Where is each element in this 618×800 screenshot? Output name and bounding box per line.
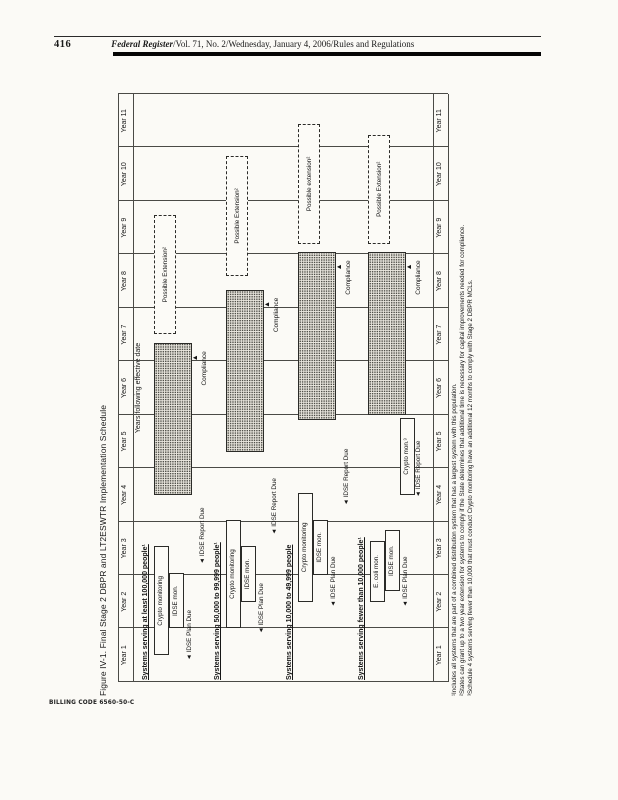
figure-rotated: Figure IV-1. Final Stage 2 DBPR and LT2E… bbox=[96, 86, 476, 706]
milestone-box: Crypto monitoring bbox=[226, 519, 241, 629]
year-gridline bbox=[118, 199, 448, 201]
compliance-arrow: ▲ bbox=[264, 300, 271, 308]
year-label-top: Year 9 bbox=[121, 217, 128, 238]
compliance-arrow: ▲ bbox=[192, 354, 199, 362]
compliance-label: Compliance bbox=[201, 351, 208, 386]
year-label-bottom: Year 3 bbox=[436, 538, 443, 559]
year-label-top: Year 1 bbox=[121, 645, 128, 666]
axis-caption: Years following effective date bbox=[135, 342, 142, 434]
year-label-bottom: Year 4 bbox=[436, 484, 443, 505]
year-label-top: Year 2 bbox=[121, 591, 128, 612]
year-label-bottom: Year 9 bbox=[436, 217, 443, 238]
compliance-label: Compliance bbox=[345, 260, 352, 295]
year-label-bottom: Year 7 bbox=[436, 324, 443, 345]
possible-extension-box: Possible Extension² bbox=[368, 134, 390, 244]
running-head: Federal Register/Vol. 71, No. 2/Wednesda… bbox=[111, 39, 414, 49]
year-label-bottom: Year 10 bbox=[436, 162, 443, 187]
schedule-bar bbox=[154, 343, 192, 495]
compliance-arrow: ▲ bbox=[336, 263, 343, 271]
milestone-box: Crypto monitoring bbox=[154, 546, 169, 656]
year-gridline bbox=[118, 93, 448, 94]
axis-line bbox=[133, 94, 134, 682]
page-number: 416 bbox=[54, 39, 72, 50]
year-label-top: Year 10 bbox=[121, 162, 128, 187]
header-issue-info: /Vol. 71, No. 2/Wednesday, January 4, 20… bbox=[173, 39, 415, 49]
due-label: ◄ IDSE Report Due bbox=[271, 478, 278, 535]
year-label-top: Year 3 bbox=[121, 538, 128, 559]
possible-extension-box: Possible Extension² bbox=[226, 156, 248, 276]
axis-line bbox=[433, 94, 434, 682]
year-label-top: Year 6 bbox=[121, 377, 128, 398]
row-label: Systems serving fewer than 10,000 people… bbox=[358, 537, 365, 680]
schedule-bar bbox=[368, 252, 406, 415]
page-header: 416 Federal Register/Vol. 71, No. 2/Wedne… bbox=[54, 39, 541, 50]
figure-canvas: Figure IV-1. Final Stage 2 DBPR and LT2E… bbox=[96, 86, 476, 706]
milestone-box: Crypto monitoring bbox=[298, 492, 313, 602]
row-label: Systems serving at least 100,000 people¹ bbox=[142, 544, 149, 680]
year-gridline bbox=[118, 520, 448, 522]
figure-title: Figure IV-1. Final Stage 2 DBPR and LT2E… bbox=[98, 404, 108, 696]
year-gridline bbox=[118, 681, 448, 682]
axis-line bbox=[448, 94, 449, 682]
milestone-box: IDSE mon. bbox=[313, 519, 328, 576]
row-label: Systems serving 50,000 to 99,999 people¹ bbox=[214, 542, 221, 680]
schedule-bar bbox=[298, 252, 336, 421]
compliance-label: Compliance bbox=[415, 260, 422, 295]
due-label: ◄ IDSE Plan Due bbox=[258, 583, 265, 634]
footnote: ³Schedule 4 systems serving fewer than 1… bbox=[467, 279, 474, 697]
due-label: ◄ IDSE Report Due bbox=[415, 440, 422, 498]
milestone-box: IDSE mon. bbox=[385, 530, 400, 592]
year-label-bottom: Year 11 bbox=[436, 109, 443, 133]
year-label-bottom: Year 1 bbox=[436, 645, 443, 666]
year-label-bottom: Year 8 bbox=[436, 271, 443, 292]
axis-line bbox=[118, 94, 119, 682]
possible-extension-box: Possible extension² bbox=[298, 124, 320, 244]
possible-extension-box: Possible Extension² bbox=[154, 214, 176, 335]
milestone-box: IDSE mon. bbox=[241, 546, 256, 602]
schedule-bar bbox=[226, 289, 264, 453]
footnote: ²States can grant up to a two year exten… bbox=[459, 224, 466, 696]
year-label-top: Year 7 bbox=[121, 324, 128, 345]
footnote: ¹Includes all systems that are part of a… bbox=[451, 383, 458, 696]
compliance-arrow: ▲ bbox=[406, 263, 413, 271]
year-label-bottom: Year 5 bbox=[436, 431, 443, 452]
milestone-box: Crypto mon.³ bbox=[400, 418, 415, 495]
year-label-top: Year 4 bbox=[121, 484, 128, 505]
row-label: Systems serving 10,000 to 49,999 people bbox=[286, 544, 293, 680]
billing-code: BILLING CODE 6560-50-C bbox=[49, 700, 135, 706]
year-label-bottom: Year 6 bbox=[436, 377, 443, 398]
journal-name: Federal Register bbox=[111, 39, 173, 49]
year-label-top: Year 11 bbox=[121, 109, 128, 133]
compliance-label: Compliance bbox=[273, 297, 280, 333]
milestone-box: IDSE mon. bbox=[169, 573, 184, 629]
due-label: ◄ IDSE Plan Due bbox=[402, 556, 409, 607]
milestone-box: E. coli mon. bbox=[370, 541, 385, 602]
due-label: ◄ IDSE Plan Due bbox=[330, 556, 337, 607]
year-label-top: Year 8 bbox=[121, 271, 128, 292]
year-gridline bbox=[118, 146, 448, 148]
year-label-bottom: Year 2 bbox=[436, 591, 443, 612]
year-label-top: Year 5 bbox=[121, 431, 128, 452]
due-label: ◄ IDSE Plan Due bbox=[186, 609, 193, 661]
due-label: ◄ IDSE Report Due bbox=[343, 448, 350, 506]
due-label: ◄ IDSE Report Due bbox=[199, 507, 206, 565]
header-rule-top bbox=[54, 36, 541, 37]
header-rule-thick bbox=[113, 52, 541, 56]
